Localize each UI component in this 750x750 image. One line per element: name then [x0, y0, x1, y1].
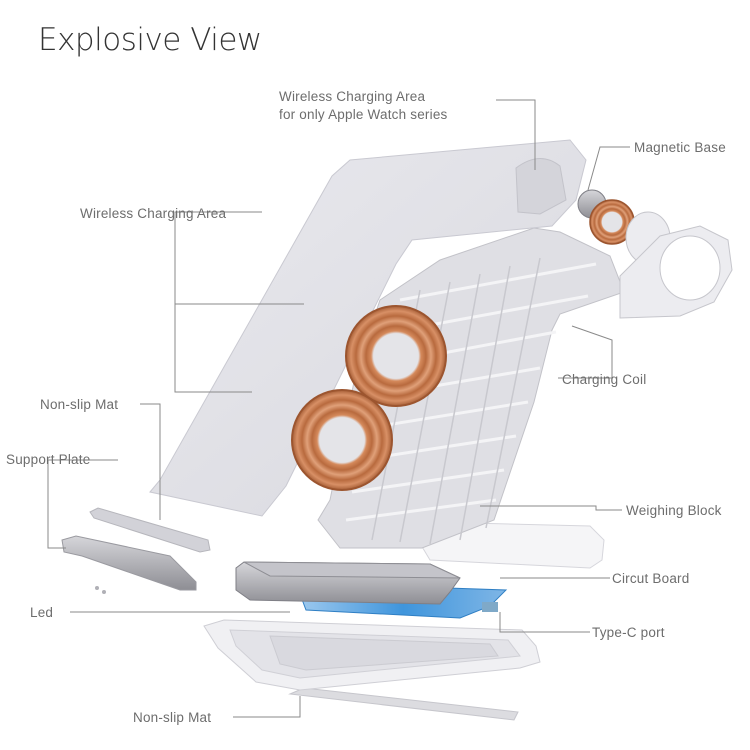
label-watch-charging-line2: for only Apple Watch series — [279, 107, 448, 122]
base-tray — [203, 619, 541, 691]
led-part — [95, 586, 106, 594]
watch-holder — [619, 225, 733, 319]
label-led: Led — [30, 605, 54, 620]
support-plate-part — [61, 535, 197, 591]
watch-charging-bump — [515, 158, 567, 215]
label-non-slip-mat-bottom: Non-slip Mat — [133, 710, 212, 725]
label-charging-coil: Charging Coil — [562, 372, 647, 387]
top-non-slip-mat — [89, 507, 211, 553]
label-support-plate: Support Plate — [6, 452, 91, 467]
front-shell — [149, 139, 587, 517]
label-watch-charging-line1: Wireless Charging Area — [279, 89, 426, 104]
label-magnetic-base: Magnetic Base — [634, 140, 726, 155]
charging-coil-upper — [345, 305, 447, 407]
charging-coil-lower — [291, 389, 393, 491]
label-type-c-port: Type-C port — [592, 625, 665, 640]
page-title: Explosive View — [38, 22, 262, 58]
type-c-port-connector — [482, 602, 498, 612]
label-non-slip-mat-top: Non-slip Mat — [40, 397, 119, 412]
label-wireless-charging-area: Wireless Charging Area — [80, 206, 227, 221]
label-circuit-board: Circut Board — [612, 571, 690, 586]
label-weighing-block: Weighing Block — [626, 503, 722, 518]
leader-lines — [47, 99, 630, 718]
bottom-non-slip-mat — [288, 687, 519, 721]
weighing-block-part — [235, 561, 461, 605]
